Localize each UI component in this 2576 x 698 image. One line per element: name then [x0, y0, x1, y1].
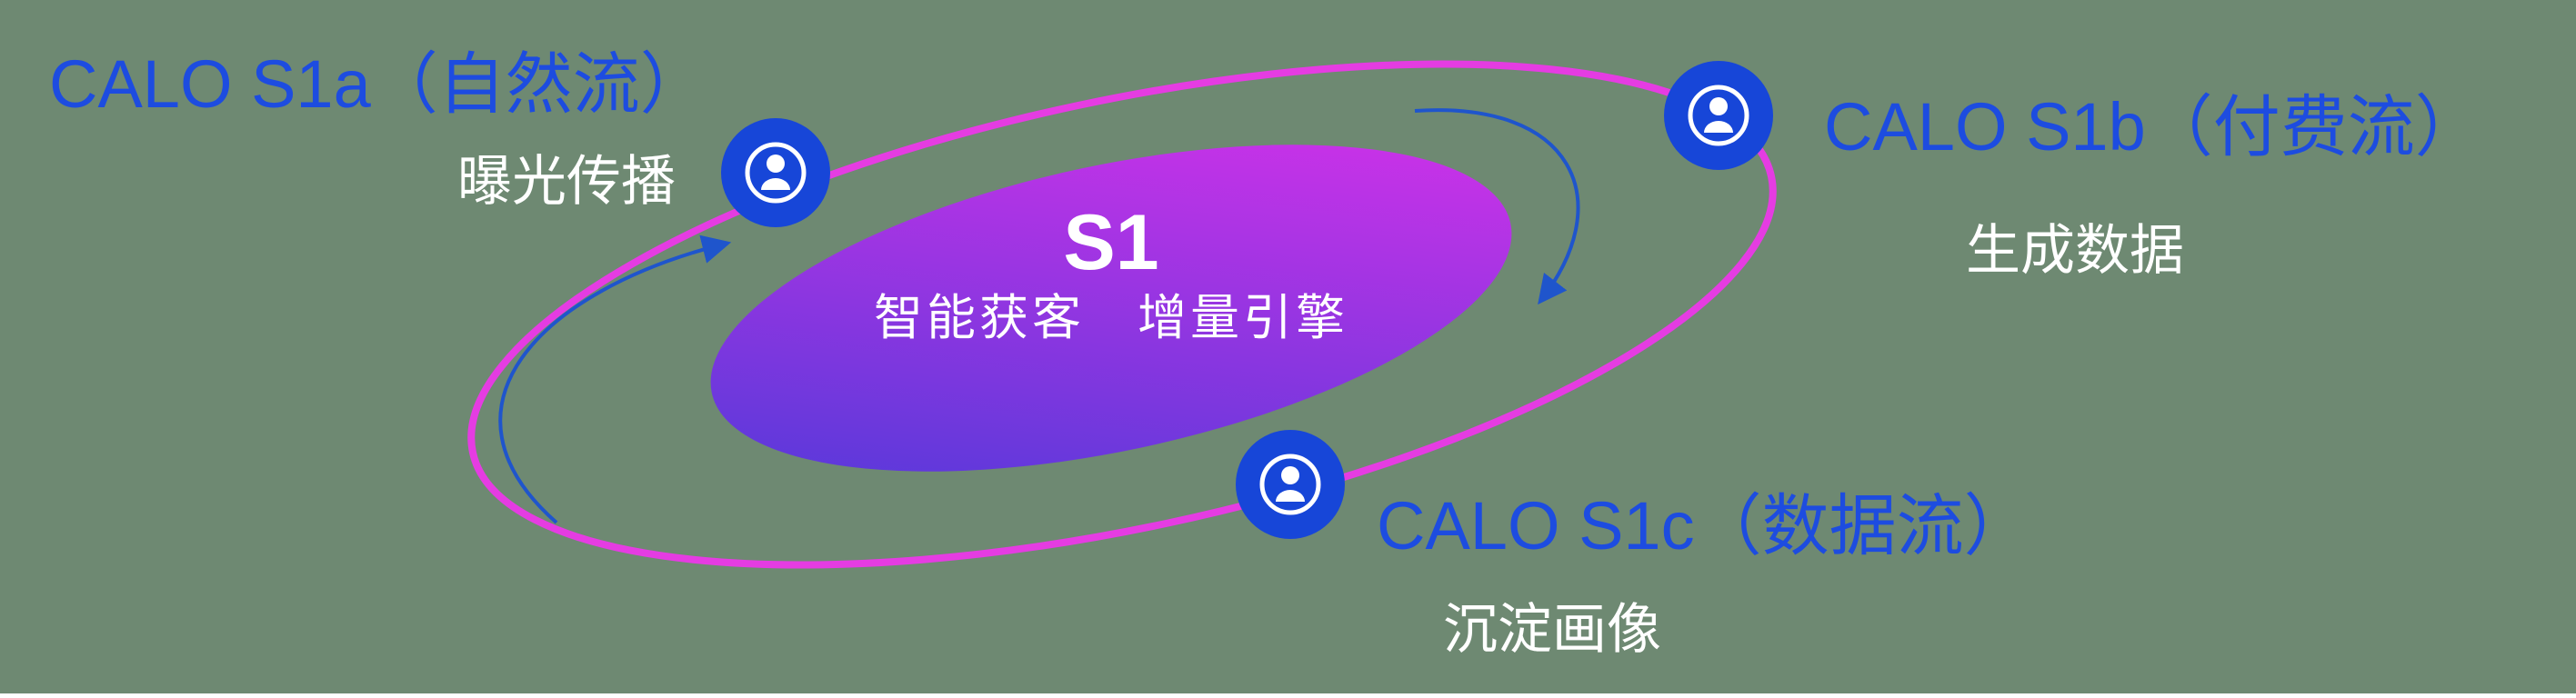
user-icon-head	[1709, 97, 1728, 115]
flow-arrow-top-right	[1414, 108, 1580, 305]
core-title: S1	[1063, 199, 1158, 286]
user-icon-body	[1704, 121, 1733, 133]
user-icon-ring	[1688, 85, 1749, 146]
core-ellipse	[710, 145, 1512, 472]
flow-arrow-left	[498, 234, 732, 524]
user-icon	[1664, 61, 1773, 170]
user-icon-body	[761, 178, 790, 190]
user-icon	[721, 118, 830, 227]
node-s1a-sublabel: 曝光传播	[457, 151, 676, 212]
user-icon-ring	[745, 142, 807, 204]
user-icon	[1236, 430, 1345, 539]
node-s1b-label: CALO S1b（付费流）	[1824, 89, 2482, 165]
core-subtitle: 智能获客 增量引擎	[874, 291, 1348, 345]
node-s1c-sublabel: 沉淀画像	[1443, 599, 1661, 660]
user-icon-head	[767, 155, 785, 173]
node-s1c-label: CALO S1c（数据流）	[1377, 488, 2031, 563]
node-s1b-sublabel: 生成数据	[1966, 220, 2184, 281]
user-icon-ring	[1259, 454, 1321, 515]
node-s1a-label: CALO S1a（自然流）	[49, 46, 707, 122]
user-icon-body	[1276, 490, 1305, 502]
orbit-ellipse	[467, 60, 1777, 569]
user-icon-head	[1281, 466, 1299, 484]
